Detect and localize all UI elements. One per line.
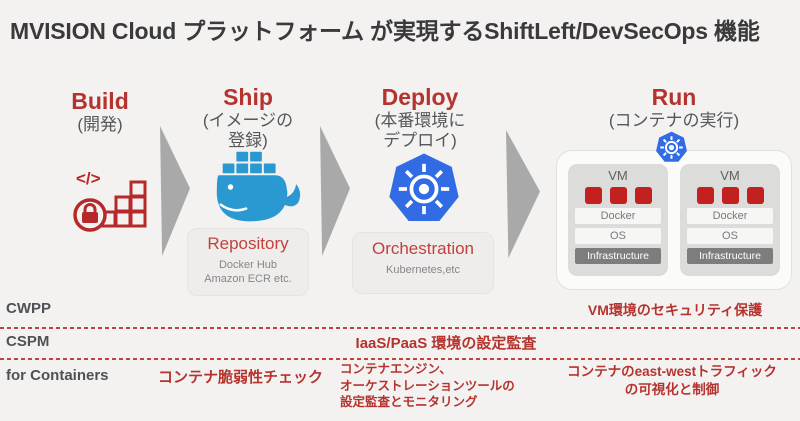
- infrastructure-layer: Infrastructure: [687, 248, 773, 264]
- stage-name-ship: Ship: [223, 84, 273, 110]
- container-row: [680, 187, 780, 204]
- container-box: [721, 187, 739, 204]
- stage-name-run: Run: [651, 84, 697, 110]
- vm-stack-right: VM Docker OS Infrastructure: [680, 164, 780, 276]
- stage-header-deploy: Deploy (本番環境に デプロイ): [342, 85, 498, 151]
- container-box: [746, 187, 764, 204]
- docker-layer: Docker: [575, 208, 661, 224]
- kubernetes-icon-small: [656, 131, 687, 162]
- os-layer: OS: [575, 228, 661, 244]
- orchestration-card-desc: Kubernetes,etc: [386, 264, 460, 276]
- orchestration-card: Orchestration Kubernetes,etc: [352, 232, 494, 294]
- orchestration-card-title: Orchestration: [371, 239, 475, 258]
- repository-card-title: Repository: [207, 234, 289, 253]
- stage-header-run: Run (コンテナの実行): [554, 85, 794, 131]
- stage-sub-deploy: (本番環境に デプロイ): [374, 111, 466, 151]
- dashed-divider: [0, 327, 800, 329]
- container-box: [634, 187, 652, 204]
- infrastructure-layer: Infrastructure: [575, 248, 661, 264]
- kubernetes-icon: [389, 153, 459, 221]
- code-security-blocks-icon: </>: [73, 169, 147, 232]
- row-label-for-containers: for Containers: [6, 367, 109, 384]
- dashed-divider: [0, 358, 800, 360]
- container-row: [568, 187, 668, 204]
- vm-label: VM: [720, 168, 740, 183]
- stage-header-build: Build (開発): [40, 89, 160, 135]
- docker-layer: Docker: [687, 208, 773, 224]
- flow-arrow-icon: [506, 130, 540, 258]
- repository-card-desc: Docker Hub Amazon ECR etc.: [204, 259, 292, 286]
- stage-name-build: Build: [71, 88, 129, 114]
- containers-annotation-east-west: コンテナのeast-westトラフィック の可視化と制御: [567, 364, 777, 398]
- vm-label: VM: [608, 168, 628, 183]
- stage-sub-ship: (イメージの 登録): [202, 111, 294, 151]
- container-box: [609, 187, 627, 204]
- stage-header-ship: Ship (イメージの 登録): [178, 85, 318, 151]
- containers-annotation-engine-monitoring: コンテナエンジン、 オーケストレーションツールの 設定監査とモニタリング: [340, 362, 515, 409]
- svg-text:</>: </>: [76, 169, 101, 188]
- cspm-annotation: IaaS/PaaS 環境の設定監査: [355, 335, 537, 352]
- stage-sub-run: (コンテナの実行): [608, 111, 740, 131]
- stage-sub-build: (開発): [77, 115, 123, 135]
- container-box: [696, 187, 714, 204]
- container-box: [584, 187, 602, 204]
- vm-stack-left: VM Docker OS Infrastructure: [568, 164, 668, 276]
- repository-card: Repository Docker Hub Amazon ECR etc.: [187, 228, 309, 296]
- row-label-cwpp: CWPP: [6, 300, 51, 317]
- cwpp-annotation: VM環境のセキュリティ保護: [587, 302, 763, 318]
- os-layer: OS: [687, 228, 773, 244]
- containers-annotation-vulnerability: コンテナ脆弱性チェック: [158, 369, 324, 386]
- row-label-cspm: CSPM: [6, 333, 50, 350]
- docker-whale-icon: [216, 151, 301, 222]
- stage-name-deploy: Deploy: [381, 84, 459, 110]
- page-title: MVISION Cloud プラットフォーム が実現するShiftLeft/De…: [10, 18, 760, 44]
